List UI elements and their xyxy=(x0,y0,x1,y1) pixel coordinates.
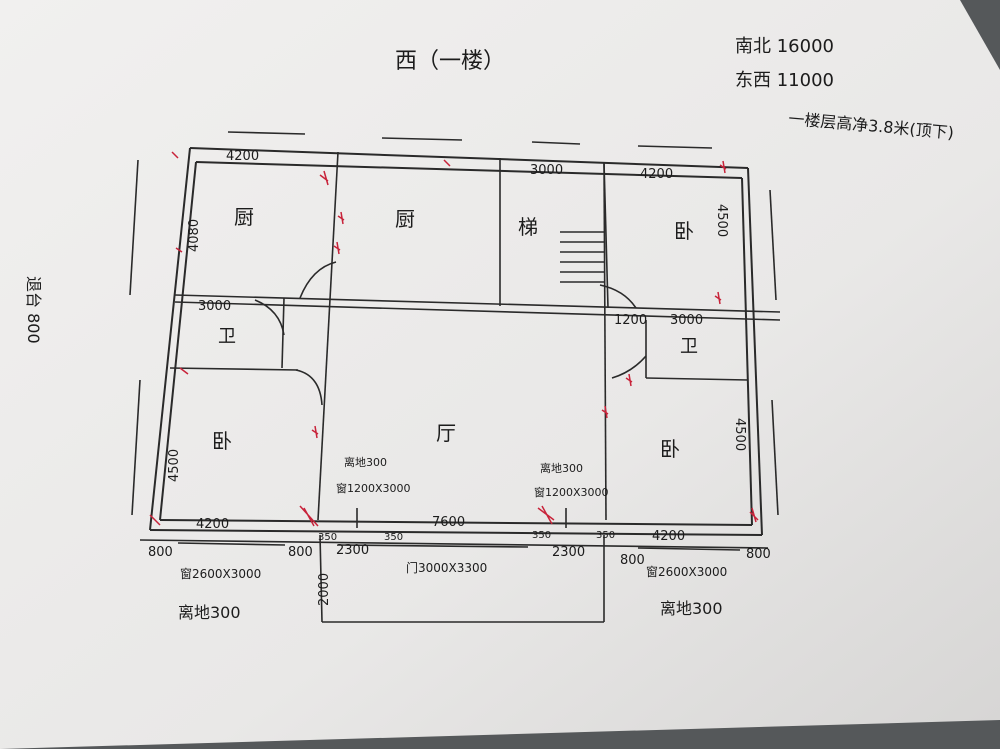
dim-pier-c: 350 xyxy=(532,530,551,541)
dim-bath-e-gap: 1200 xyxy=(614,313,647,328)
room-bath-e: 卫 xyxy=(680,336,698,357)
dim-left-vert-top: 4080 xyxy=(187,219,202,252)
dim-top-right: 4200 xyxy=(640,167,673,182)
dim-left-vert-bottom: 4500 xyxy=(167,449,182,482)
room-stair: 梯 xyxy=(518,215,538,239)
room-kitchen: 厨 xyxy=(234,205,254,229)
dim-right-seg: 800 xyxy=(620,553,645,568)
dim-pier-b: 350 xyxy=(384,532,403,543)
note-sill-right: 离地300 xyxy=(540,461,583,475)
dim-top-mid: 3000 xyxy=(530,163,563,178)
dim-right-vert-bottom: 4500 xyxy=(732,418,747,451)
outer-walls xyxy=(149,147,763,536)
dim-left-seg-2: 800 xyxy=(288,545,313,560)
dim-bottom-left: 4200 xyxy=(196,517,229,532)
dimension-ew: 东西 11000 xyxy=(735,70,834,91)
room-kitchen-2: 厨 xyxy=(395,207,415,231)
room-hall: 厅 xyxy=(436,421,456,445)
dim-top-left: 4200 xyxy=(226,149,259,164)
note-bottom-window-left: 窗2600X3000 xyxy=(180,567,261,581)
window-arrows xyxy=(356,508,567,528)
dim-pier-a: 350 xyxy=(318,532,337,543)
dim-bath-w-width: 3000 xyxy=(198,299,231,314)
red-marker-annotations xyxy=(149,151,759,527)
room-bedroom-e: 卧 xyxy=(660,437,680,461)
plan-title: 西（一楼） xyxy=(395,49,505,74)
dim-bottom-mid: 7600 xyxy=(432,515,465,530)
table-corner xyxy=(960,0,1000,70)
note-front-door: 门3000X3300 xyxy=(406,560,487,575)
dim-bath-e-width: 3000 xyxy=(670,313,703,328)
dim-window-left-gap: 2300 xyxy=(336,543,369,558)
interior-walls xyxy=(129,131,781,623)
note-sill-left: 离地300 xyxy=(344,455,387,469)
side-note: 退台 800 xyxy=(24,276,43,344)
dim-left-seg: 800 xyxy=(148,545,173,560)
note-bottom-sill-left: 离地300 xyxy=(178,603,241,622)
room-bath-w: 卫 xyxy=(218,326,236,347)
room-bedroom-w: 卧 xyxy=(212,429,232,453)
room-bedroom-ne: 卧 xyxy=(674,219,694,243)
note-window-left: 窗1200X3000 xyxy=(336,481,411,495)
dim-pier-d: 350 xyxy=(596,530,615,541)
note-bottom-sill-right: 离地300 xyxy=(660,599,723,618)
dim-porch-depth: 2000 xyxy=(317,573,332,606)
note-window-right: 窗1200X3000 xyxy=(534,485,609,499)
dim-bottom-right: 4200 xyxy=(652,529,685,544)
dim-window-right-gap: 2300 xyxy=(552,545,585,560)
dim-right-vert-top: 4500 xyxy=(714,204,729,237)
dim-right-seg-2: 800 xyxy=(746,547,771,562)
dimension-ns: 南北 16000 xyxy=(735,36,834,57)
note-bottom-window-right: 窗2600X3000 xyxy=(646,565,727,579)
